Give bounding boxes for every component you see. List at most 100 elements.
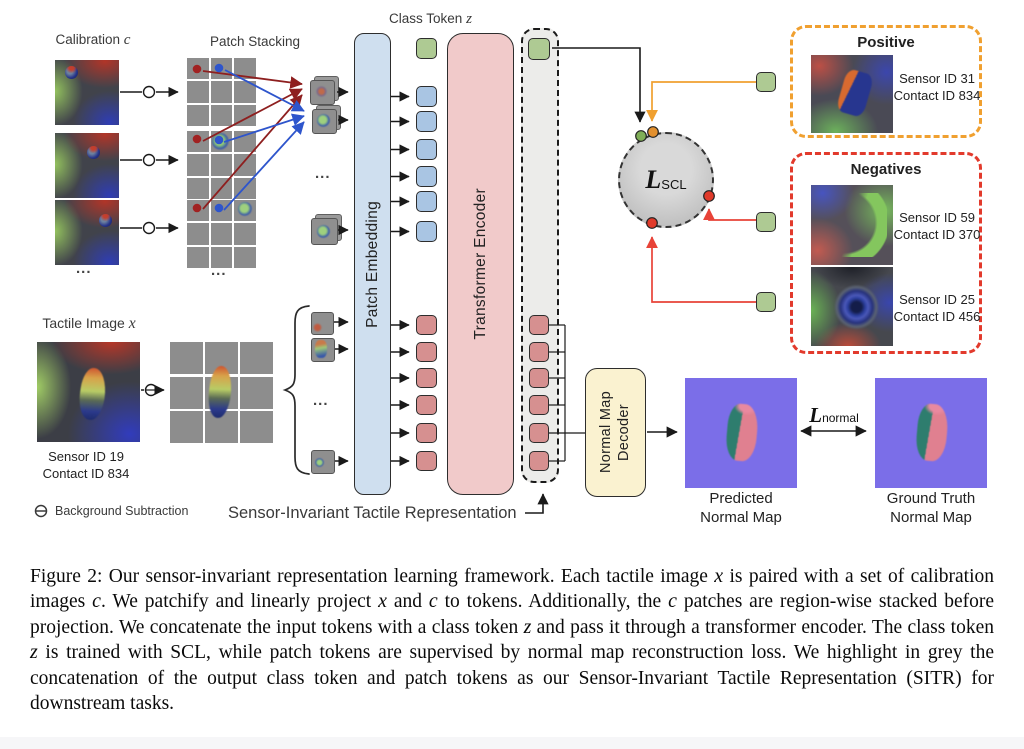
stacked-patch-2-imprint	[317, 114, 330, 127]
diagram: Calibration c Patch Stacking Class Token…	[34, 11, 989, 527]
negative-class-token-1	[756, 212, 776, 232]
class-token-to-scl	[552, 47, 646, 123]
predicted-normal-object	[724, 402, 760, 463]
tactile-label-text: Tactile Image	[42, 315, 129, 331]
tactile-token	[416, 342, 437, 362]
decoder-label-line2: Decoder	[616, 404, 633, 461]
calibration-token	[416, 139, 437, 160]
calibration-token	[416, 221, 437, 242]
bottom-strip	[0, 737, 1024, 749]
positive-object	[835, 67, 875, 119]
grid3-imprint	[238, 202, 252, 216]
tactile-math-x: x	[128, 315, 136, 332]
predicted-label-line1: Predicted	[709, 490, 773, 507]
negative-id-text-2: Sensor ID 25 Contact ID 456	[893, 291, 981, 325]
calibration-image-1	[55, 60, 119, 125]
scl-loss-symbol: L	[645, 165, 662, 194]
embedding-input-arrows	[334, 86, 349, 467]
negative-image-2	[811, 267, 893, 346]
calibration-image-3	[55, 200, 119, 265]
transformer-encoder-label: Transformer Encoder	[471, 188, 489, 340]
patch-embedding-label: Patch Embedding	[363, 200, 381, 328]
normal-loss-subscript: normal	[822, 411, 859, 425]
calibration-token	[416, 191, 437, 212]
stacked-patch-1-imprint	[316, 86, 327, 97]
class-token-input	[416, 38, 437, 59]
tactile-token	[416, 395, 437, 415]
tactile-patch-2	[311, 338, 335, 362]
stacked-patch-1	[310, 76, 339, 105]
class-token-output	[528, 38, 550, 60]
calibration-ball-3	[99, 214, 112, 227]
negative-object-1	[825, 193, 887, 257]
negative-image-1	[811, 185, 893, 265]
calibration-math-c: c	[123, 32, 131, 48]
sitr-label: Sensor-Invariant Tactile Representation	[228, 504, 517, 522]
tactile-token	[416, 368, 437, 388]
calibration-image-2	[55, 133, 119, 198]
calibration-label: Calibration c	[38, 32, 148, 49]
class-token-label: Class Token z	[378, 11, 483, 28]
ground-truth-normal-object	[914, 402, 950, 463]
normal-loss-label: Lnormal	[799, 403, 869, 428]
scl-loss-subscript: SCL	[661, 176, 687, 192]
calibration-arrows	[120, 85, 179, 235]
tactile-arrow	[141, 383, 165, 397]
ground-truth-map-label: Ground Truth Normal Map	[873, 490, 989, 527]
tactile-patch-3-imprint	[315, 458, 324, 467]
tactile-object	[76, 366, 109, 422]
tactile-patch-ellipsis: ...	[313, 392, 329, 409]
sitr-patch-token	[529, 451, 549, 471]
sitr-patch-token	[529, 395, 549, 415]
negative-id-text-1: Sensor ID 59 Contact ID 370	[893, 209, 981, 243]
tactile-token	[416, 315, 437, 335]
class-token-math-z: z	[466, 11, 472, 27]
normal-map-decoder-label: Normal Map Decoder	[597, 369, 633, 496]
stacked-patch-3-imprint	[317, 225, 330, 238]
patch-grid-1	[187, 58, 256, 126]
calibration-token	[416, 111, 437, 132]
background-subtraction-icon	[34, 504, 48, 518]
tactile-contact-id: Contact ID 834	[42, 466, 130, 481]
negative2-token-to-scl	[646, 236, 756, 303]
positive-id-text: Sensor ID 31 Contact ID 834	[893, 70, 981, 104]
negatives-box: Negatives Sensor ID 59 Contact ID 370 Se…	[790, 152, 982, 354]
negative-sensor-id-2: Sensor ID 25	[899, 292, 975, 307]
ground-truth-label-line2: Normal Map	[890, 508, 972, 526]
transformer-encoder-bar: Transformer Encoder	[447, 33, 514, 495]
positive-token-to-scl	[646, 81, 756, 122]
positive-sensor-id: Sensor ID 31	[899, 71, 975, 86]
calibration-ball-2	[87, 146, 100, 159]
tactile-id-text: Sensor ID 19 Contact ID 834	[34, 448, 138, 482]
grid-ellipsis: ...	[211, 262, 227, 279]
grid2-imprint	[212, 133, 229, 150]
tactile-token	[416, 423, 437, 443]
normal-loss-symbol: L	[809, 403, 823, 427]
negative-sensor-id-1: Sensor ID 59	[899, 210, 975, 225]
sitr-patch-token	[529, 315, 549, 335]
sitr-patch-token	[529, 368, 549, 388]
negative1-token-to-scl	[703, 208, 756, 221]
patch-stacking-label: Patch Stacking	[209, 34, 301, 49]
positive-box: Positive Sensor ID 31 Contact ID 834	[790, 25, 982, 138]
class-token-label-text: Class Token	[389, 11, 467, 26]
tactile-patch-1	[311, 312, 334, 335]
positive-image	[811, 55, 893, 133]
stacked-patch-3	[311, 214, 342, 245]
sitr-pointer	[525, 493, 549, 514]
predicted-label-line2: Normal Map	[700, 508, 782, 526]
tactile-sensor-id: Sensor ID 19	[48, 449, 124, 464]
ground-truth-label-line1: Ground Truth	[886, 490, 976, 507]
positive-class-token	[756, 72, 776, 92]
figure-caption: Figure 2: Our sensor-invariant represent…	[30, 564, 995, 715]
predicted-normal-map	[685, 378, 797, 488]
tactile-patch-2-imprint	[315, 340, 327, 358]
sitr-patch-token	[529, 342, 549, 362]
negative-class-token-2	[756, 292, 776, 312]
calibration-token	[416, 166, 437, 187]
negatives-title: Negatives	[850, 161, 922, 178]
embedding-output-arrows	[391, 91, 410, 467]
tactile-token	[416, 451, 437, 471]
